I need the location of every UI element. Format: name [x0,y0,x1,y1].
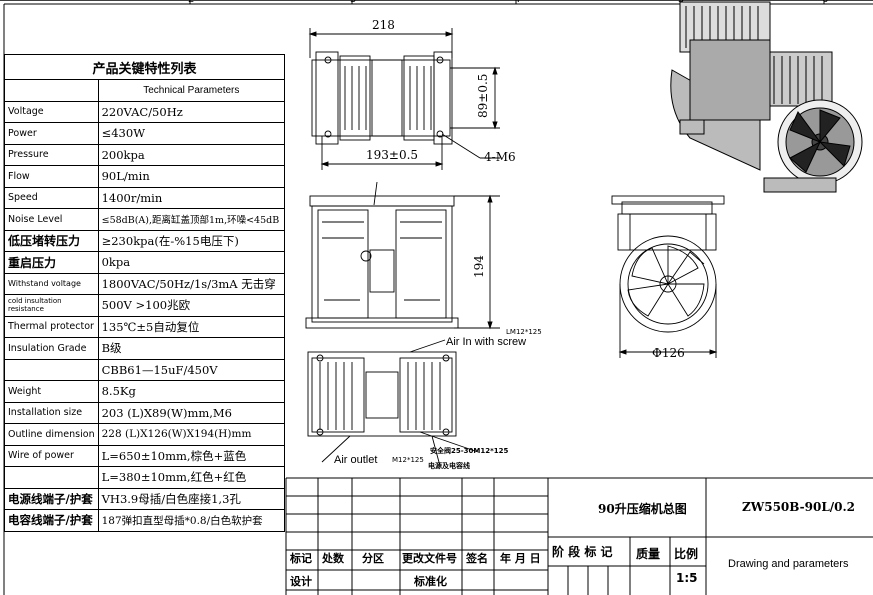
title-block-grid [285,477,873,595]
spec-row: Noise Level≤58dB(A),距离缸盖顶部1m,环噪<45dB [4,208,286,231]
front-view-drawing [305,181,500,330]
column-number: 2 [188,0,194,5]
pump-3d-render [670,1,863,193]
rev-header: 更改文件号 [402,552,457,565]
air-in-label: Air In with screw [446,336,527,348]
rev-header: 签名 [466,552,488,565]
m12-label: M12*125 [392,456,424,464]
safety-valve-label: 安全阀25-30M12*125 [430,447,509,455]
spec-row: L=380±10mm,红色+红色 [4,466,286,489]
standard-label: 标准化 [414,575,447,588]
product-name: 90升压缩机总图 [598,502,687,516]
spec-row: 低压堵转压力≥230kpa(在-%15电压下) [4,229,286,252]
column-number: 5 [678,0,684,5]
scale-value: 1:5 [676,571,698,585]
column-number: 3 [350,0,356,5]
cable-label: 电源及电容线 [428,462,470,470]
dim-height-194: 194 [472,255,486,278]
drawing-footer: Drawing and parameters [728,558,849,570]
design-label: 设计 [290,575,312,588]
side-view-drawing [611,195,725,358]
rev-header: 年 月 日 [500,552,541,565]
model-number: ZW550B-90L/0.2 [742,500,856,514]
spec-row: CBB61—15uF/450V [4,358,286,381]
tech-header: Technical Parameters [97,79,286,102]
dim-width-89: 89±0.5 [476,73,490,118]
dim-length-218: 218 [372,18,395,32]
column-number: 6 [822,0,828,5]
spec-title: 产品关键特性列表 [4,54,285,80]
dim-diameter-126: Φ126 [652,346,685,360]
bottom-view-drawing [307,339,479,467]
stage-mark: 阶 段 标 记 [552,545,613,559]
rev-header: 分区 [362,552,384,565]
scale-header: 比例 [674,547,699,561]
rev-header: 标记 [290,552,312,565]
spec-row: Power≤430W [4,122,286,145]
air-outlet-label: Air outlet [334,454,378,466]
column-number: 4 [514,0,520,5]
dim-193: 193±0.5 [366,148,419,162]
weight-header: 质量 [636,547,661,561]
rev-header: 处数 [322,552,344,565]
top-view-drawing [308,28,500,170]
lm12-label: LM12*125 [506,328,542,336]
dim-m6: 4-M6 [484,150,516,164]
